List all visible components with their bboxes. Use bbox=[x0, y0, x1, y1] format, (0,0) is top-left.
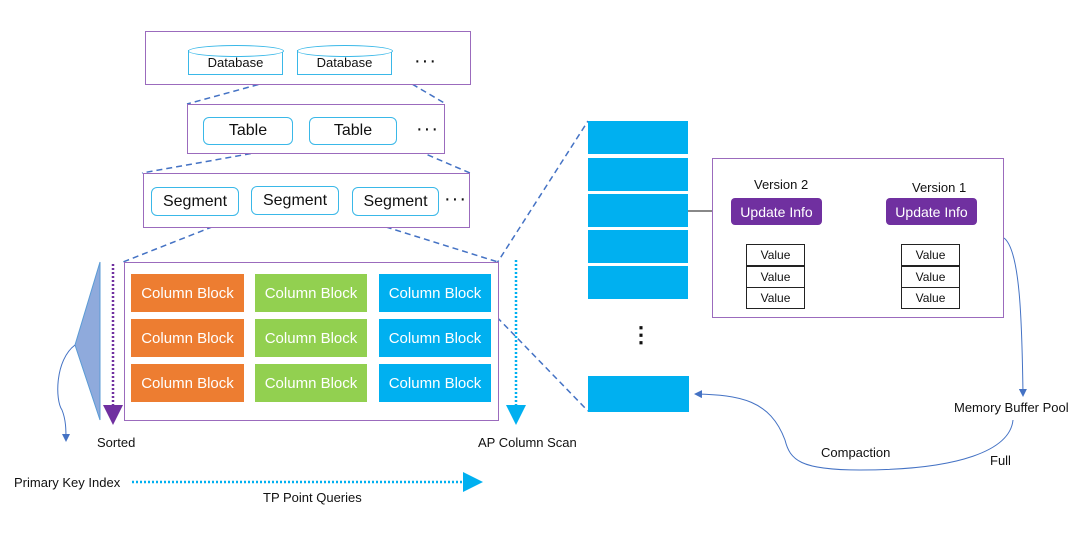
segment-label: Segment bbox=[363, 192, 428, 210]
storage-block[interactable] bbox=[588, 266, 688, 299]
table-label: Table bbox=[333, 122, 373, 139]
pk-index-arrow bbox=[57, 344, 76, 442]
column-block-label: Column Block bbox=[264, 284, 358, 302]
more-ellipsis: ··· bbox=[444, 188, 467, 210]
column-block-label: Column Block bbox=[141, 329, 234, 347]
database-label: Database bbox=[207, 55, 264, 70]
version-title: Version 1 bbox=[912, 180, 967, 195]
compaction-arrow bbox=[694, 390, 1014, 471]
column-block[interactable]: Column Block bbox=[379, 319, 491, 357]
column-block[interactable]: Column Block bbox=[131, 364, 244, 402]
database-label: Database bbox=[316, 55, 373, 70]
more-ellipsis: ··· bbox=[414, 50, 437, 72]
update-info-label: Update Info bbox=[740, 203, 813, 220]
value-cell: Value bbox=[746, 287, 805, 309]
column-block-label: Column Block bbox=[388, 284, 482, 302]
column-block-label: Column Block bbox=[264, 329, 358, 347]
column-block[interactable]: Column Block bbox=[255, 319, 367, 357]
zoom-link bbox=[186, 73, 298, 105]
database-node[interactable]: Database bbox=[187, 45, 284, 75]
cylinder-top-icon bbox=[187, 45, 284, 57]
flush-arrow bbox=[1003, 237, 1027, 397]
table-label: Table bbox=[228, 122, 268, 139]
update-info-node[interactable]: Update Info bbox=[731, 198, 822, 225]
column-block-label: Column Block bbox=[388, 329, 482, 347]
storage-block[interactable] bbox=[588, 376, 689, 412]
more-ellipsis: ··· bbox=[416, 118, 439, 140]
value-cell: Value bbox=[746, 266, 805, 288]
cylinder-top-icon bbox=[296, 45, 393, 57]
database-node[interactable]: Database bbox=[296, 45, 393, 75]
segment-node[interactable]: Segment bbox=[151, 187, 239, 216]
column-block[interactable]: Column Block bbox=[255, 274, 367, 312]
zoom-link bbox=[337, 211, 499, 263]
column-block-label: Column Block bbox=[141, 374, 234, 392]
update-info-label: Update Info bbox=[895, 203, 968, 220]
column-block[interactable]: Column Block bbox=[131, 274, 244, 312]
storage-block[interactable] bbox=[588, 194, 688, 227]
value-cell: Value bbox=[901, 244, 960, 266]
table-node[interactable]: Table bbox=[309, 117, 397, 145]
column-block[interactable]: Column Block bbox=[379, 274, 491, 312]
memory-pool-label: Memory Buffer Pool bbox=[954, 400, 1069, 415]
sorted-label: Sorted bbox=[97, 435, 136, 450]
ap-scan-label: AP Column Scan bbox=[478, 435, 577, 450]
version-title: Version 2 bbox=[754, 177, 809, 192]
column-block[interactable]: Column Block bbox=[379, 364, 491, 402]
column-block[interactable]: Column Block bbox=[131, 319, 244, 357]
segment-node[interactable]: Segment bbox=[251, 186, 339, 215]
segment-label: Segment bbox=[162, 192, 228, 210]
segment-node[interactable]: Segment bbox=[352, 187, 439, 216]
pk-index-label: Primary Key Index bbox=[14, 475, 121, 490]
compaction-label: Compaction bbox=[821, 445, 891, 460]
zoom-link bbox=[489, 309, 589, 412]
column-block[interactable]: Column Block bbox=[255, 364, 367, 402]
storage-block[interactable] bbox=[588, 158, 688, 191]
primary-key-index-shape bbox=[74, 261, 101, 421]
column-block-label: Column Block bbox=[264, 374, 358, 392]
value-cell: Value bbox=[901, 287, 960, 309]
column-block-label: Column Block bbox=[388, 374, 482, 392]
storage-block[interactable] bbox=[588, 121, 688, 154]
vertical-ellipsis: ⋮ bbox=[630, 322, 652, 347]
column-block-label: Column Block bbox=[141, 284, 234, 302]
table-node[interactable]: Table bbox=[203, 117, 293, 145]
storage-block[interactable] bbox=[588, 230, 688, 263]
update-info-node[interactable]: Update Info bbox=[886, 198, 977, 225]
zoom-link bbox=[141, 142, 311, 174]
tp-queries-label: TP Point Queries bbox=[263, 490, 362, 505]
value-cell: Value bbox=[901, 266, 960, 288]
segment-label: Segment bbox=[262, 191, 328, 209]
full-label: Full bbox=[990, 453, 1011, 468]
value-cell: Value bbox=[746, 244, 805, 266]
zoom-link bbox=[489, 120, 589, 275]
